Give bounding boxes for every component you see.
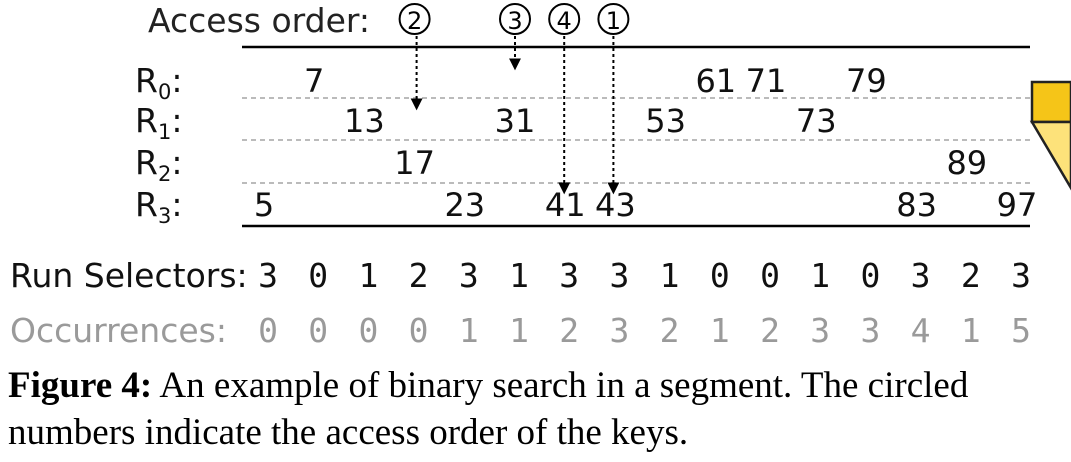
occurrence-value: 0 — [258, 311, 278, 350]
run-label-sub: 2 — [158, 162, 171, 186]
run-key: 13 — [344, 102, 385, 140]
run-selector-value: 0 — [710, 256, 730, 295]
access-mark-1: 1 — [597, 3, 630, 35]
run-selector-value: 1 — [660, 256, 680, 295]
run-key: 53 — [645, 102, 686, 140]
caption-prefix: Figure 4: — [8, 365, 153, 406]
run-selectors-label: Run Selectors: — [10, 256, 248, 295]
occurrence-value: 2 — [760, 311, 780, 350]
run-label-colon: : — [171, 61, 182, 100]
run-selector-value: 3 — [911, 256, 931, 295]
run-key: 79 — [846, 62, 887, 100]
access-mark-circle — [499, 3, 531, 35]
run-label-sub: 1 — [158, 120, 171, 144]
occurrence-value: 1 — [710, 311, 730, 350]
access-mark-circle — [548, 3, 581, 35]
occurrence-value: 1 — [509, 311, 529, 350]
run-key: 23 — [444, 186, 485, 224]
figure-caption: Figure 4: An example of binary search in… — [8, 362, 1058, 456]
run-label-colon: : — [171, 143, 182, 182]
segment-highlight-icon — [1029, 80, 1071, 191]
run-label-sub: 0 — [158, 80, 171, 104]
occurrence-value: 5 — [1011, 311, 1031, 350]
occurrence-value: 2 — [559, 311, 579, 350]
run-selector-value: 0 — [860, 256, 880, 295]
occurrence-value: 2 — [660, 311, 680, 350]
occurrence-value: 3 — [810, 311, 830, 350]
access-mark-2: 2 — [398, 3, 431, 35]
run-key: 41 — [545, 186, 586, 224]
occurrence-value: 0 — [308, 311, 328, 350]
run-key: 7 — [304, 62, 324, 100]
occurrence-value: 3 — [860, 311, 880, 350]
occurrence-value: 3 — [609, 311, 629, 350]
access-mark-4: 4 — [548, 3, 581, 35]
occurrence-value: 0 — [358, 311, 378, 350]
run-label: R1: — [135, 101, 182, 144]
run-selector-value: 3 — [459, 256, 479, 295]
access-mark-3: 3 — [499, 3, 531, 35]
run-key: 71 — [746, 62, 787, 100]
access-mark-number: 2 — [407, 7, 422, 35]
run-selector-value: 1 — [810, 256, 830, 295]
run-selector-value: 1 — [358, 256, 378, 295]
run-label-colon: : — [171, 101, 182, 140]
run-label: R3: — [135, 185, 182, 228]
run-key: 83 — [896, 186, 937, 224]
access-mark-circle — [398, 3, 431, 35]
run-label: R2: — [135, 143, 182, 186]
run-selector-value: 1 — [509, 256, 529, 295]
run-selector-value: 3 — [559, 256, 579, 295]
run-label: R0: — [135, 61, 182, 104]
occurrence-value: 1 — [961, 311, 981, 350]
run-selector-value: 2 — [409, 256, 429, 295]
run-key: 97 — [997, 186, 1038, 224]
run-key: 73 — [796, 102, 837, 140]
run-key: 31 — [495, 102, 536, 140]
run-selector-value: 3 — [1011, 256, 1031, 295]
highlight-top — [1030, 80, 1071, 124]
access-mark-number: 3 — [507, 7, 522, 35]
run-selector-value: 0 — [760, 256, 780, 295]
run-key: 43 — [595, 186, 636, 224]
run-selector-value: 0 — [308, 256, 328, 295]
occurrence-value: 1 — [459, 311, 479, 350]
access-mark-circle — [597, 3, 630, 35]
run-key: 5 — [254, 186, 274, 224]
run-selector-value: 3 — [258, 256, 278, 295]
access-mark-number: 4 — [557, 7, 572, 35]
caption-text: An example of binary search in a segment… — [8, 365, 969, 453]
occurrences-label: Occurrences: — [10, 311, 227, 350]
run-label-colon: : — [171, 185, 182, 224]
run-key: 61 — [695, 62, 736, 100]
access-mark-number: 1 — [606, 7, 621, 35]
access-order-label: Access order: — [148, 1, 370, 40]
run-key: 17 — [394, 144, 435, 182]
run-selector-value: 2 — [961, 256, 981, 295]
highlight-bottom — [1029, 120, 1071, 191]
run-key: 89 — [946, 144, 987, 182]
occurrence-value: 0 — [409, 311, 429, 350]
run-label-sub: 3 — [158, 204, 171, 228]
occurrence-value: 4 — [911, 311, 931, 350]
run-selector-value: 3 — [609, 256, 629, 295]
